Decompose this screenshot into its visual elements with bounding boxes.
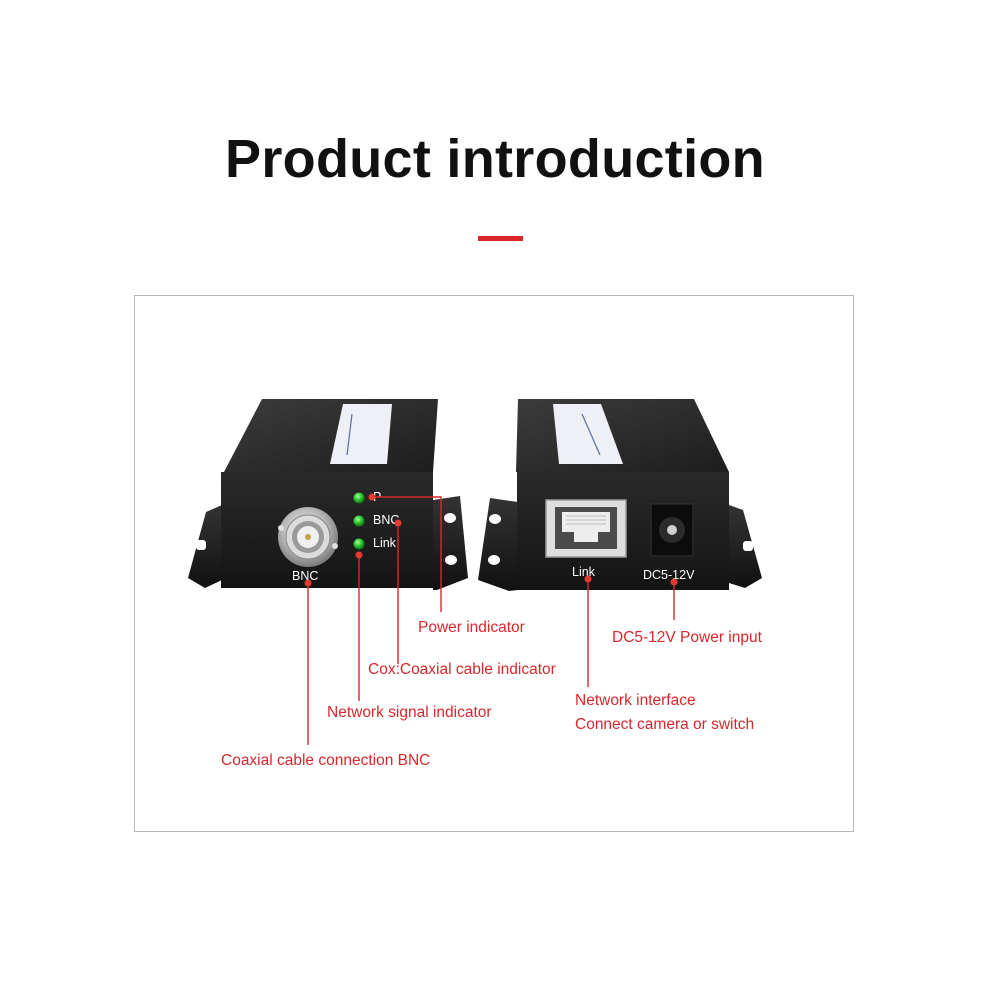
callout-dot xyxy=(670,578,678,586)
left-unit-flange-right xyxy=(433,496,468,590)
led-label-link: Link xyxy=(373,536,397,550)
flange-hole xyxy=(488,555,500,565)
callout-coaxial-bnc: Coaxial cable connection BNC xyxy=(221,752,430,769)
sticker-text-line xyxy=(581,413,601,456)
page-title: Product introduction xyxy=(225,129,765,189)
callout-dots xyxy=(304,493,678,587)
flange-hole xyxy=(196,540,206,550)
callout-dot xyxy=(394,519,402,527)
dc-port-label: DC5-12V xyxy=(643,568,695,582)
callout-network-interface: Network interface xyxy=(575,692,696,709)
link-port-label: Link xyxy=(572,565,596,579)
sticker-text-line xyxy=(346,413,353,456)
bnc-led xyxy=(353,515,365,527)
callout-lines xyxy=(307,496,675,745)
flange-hole xyxy=(445,555,457,565)
callout-dot xyxy=(304,579,312,587)
right-extender-unit: Link DC5-12V xyxy=(478,399,762,591)
left-unit-sticker xyxy=(330,404,392,464)
left-extender-unit: BNC P BNC Link xyxy=(188,399,468,590)
leader-power xyxy=(372,496,442,612)
callout-dot xyxy=(368,493,376,501)
callout-coaxial-indicator: Cox:Coaxial cable indicator xyxy=(368,661,556,678)
flange-hole xyxy=(489,514,501,524)
right-unit-top xyxy=(516,399,729,472)
bnc-connector xyxy=(278,507,338,567)
bnc-port-label: BNC xyxy=(292,569,318,583)
callout-network-signal: Network signal indicator xyxy=(327,704,492,721)
flange-hole xyxy=(743,541,753,551)
flange-hole xyxy=(444,513,456,523)
link-led xyxy=(353,538,365,550)
led-label-bnc: BNC xyxy=(373,513,399,527)
right-unit-flange-left xyxy=(478,498,518,591)
rj45-port xyxy=(545,499,627,558)
callout-dot xyxy=(355,551,363,559)
right-unit-sticker xyxy=(553,404,623,464)
power-led xyxy=(353,492,365,504)
callout-dot xyxy=(584,575,592,583)
callout-network-interface-detail: Connect camera or switch xyxy=(575,716,754,733)
callout-power-indicator: Power indicator xyxy=(418,619,525,636)
callout-power-input: DC5-12V Power input xyxy=(612,629,763,646)
dc-power-jack xyxy=(650,503,694,557)
title-underline xyxy=(478,236,523,241)
